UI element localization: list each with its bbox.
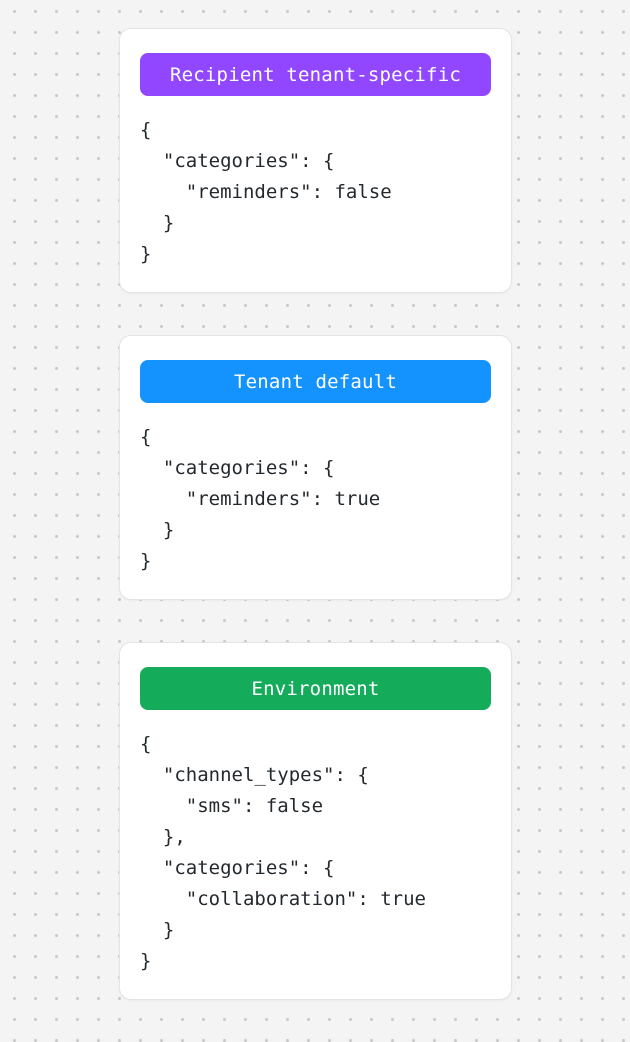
preference-layer-card: Tenant default { "categories": { "remind… — [119, 335, 512, 600]
layer-json-recipient-tenant-specific: { "categories": { "reminders": false } } — [140, 119, 392, 265]
preference-layer-card: Environment { "channel_types": { "sms": … — [119, 642, 512, 1000]
layer-badge-environment[interactable]: Environment — [140, 667, 491, 710]
layer-json-environment: { "channel_types": { "sms": false }, "ca… — [140, 733, 426, 972]
layer-badge-recipient-tenant-specific[interactable]: Recipient tenant-specific — [140, 53, 491, 96]
preference-layer-card: Recipient tenant-specific { "categories"… — [119, 28, 512, 293]
layer-json-tenant-default: { "categories": { "reminders": true } } — [140, 426, 381, 572]
preference-layer-stack: Recipient tenant-specific { "categories"… — [119, 28, 512, 1000]
layer-badge-tenant-default[interactable]: Tenant default — [140, 360, 491, 403]
